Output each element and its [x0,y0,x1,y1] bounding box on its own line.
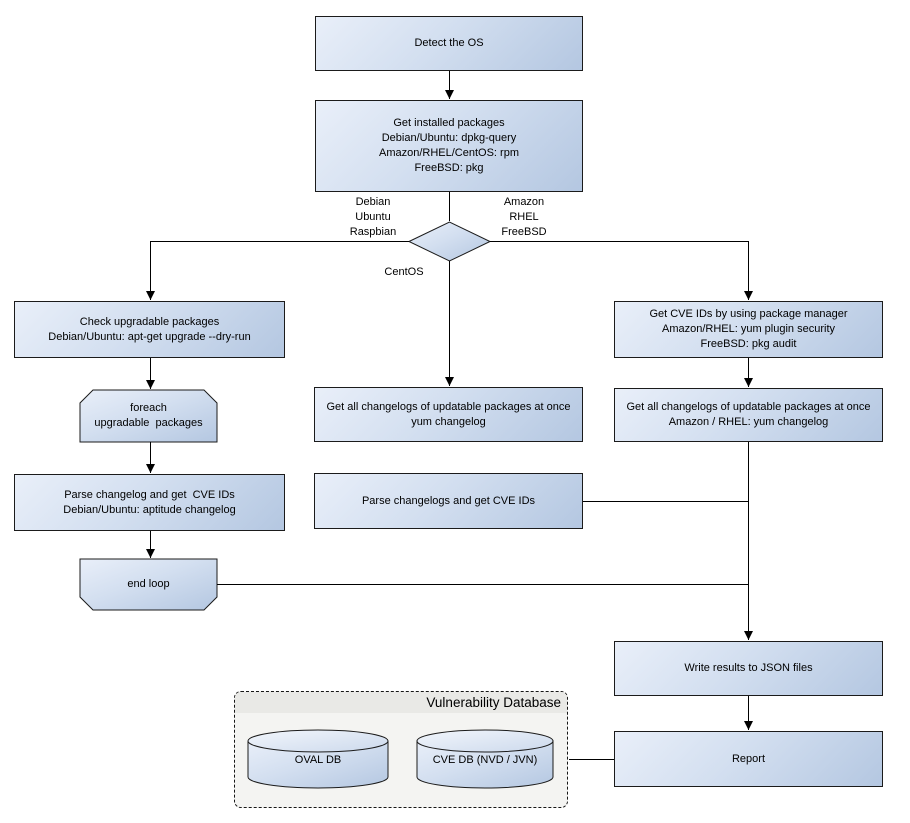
end-loop-label: end loop [127,578,170,590]
edge-diamond-to-get-cve-ids [490,241,753,300]
foreach-loop-label: foreach upgradable packages [94,402,203,429]
branch-label-centos: CentOS [384,266,424,278]
branch-label-debian-ubuntu-raspbian: Debian Ubuntu Raspbian [349,196,397,238]
node-detect-os: Detect the OS [315,16,583,71]
node-report-label: Report [731,752,766,765]
node-get-installed-packages-label: Get installed packages Debian/Ubuntu: dp… [379,117,519,174]
node-parse-changelog-left-label: Parse changelog and get CVE IDs Debian/U… [63,488,236,516]
oval-db-label: OVAL DB [294,753,342,766]
node-right-get-cve-ids-label: Get CVE IDs by using package manager Ama… [649,308,848,350]
node-check-upgradable-packages-label: Check upgradable packages Debian/Ubuntu:… [48,315,251,343]
node-detect-os-label: Detect the OS [414,37,484,49]
node-write-results: Write results to JSON files [614,641,883,696]
node-right-get-cve-ids: Get CVE IDs by using package manager Ama… [614,301,883,358]
node-mid-get-changelogs: Get all changelogs of updatable packages… [314,387,583,442]
node-parse-changelog-left: Parse changelog and get CVE IDs Debian/U… [14,474,285,531]
vulnerability-database-title-band: Vulnerability Database [235,692,567,713]
cve-db-label: CVE DB (NVD / JVN) [432,753,538,766]
node-right-get-changelogs: Get all changelogs of updatable packages… [614,388,883,442]
branch-label-amazon-rhel-freebsd: Amazon RHEL FreeBSD [501,196,547,238]
node-write-results-label: Write results to JSON files [684,662,813,674]
node-report: Report [614,731,883,787]
node-check-upgradable-packages: Check upgradable packages Debian/Ubuntu:… [14,301,285,358]
vulnerability-database-title: Vulnerability Database [426,695,561,710]
node-right-get-changelogs-label: Get all changelogs of updatable packages… [626,401,871,428]
node-get-installed-packages: Get installed packages Debian/Ubuntu: dp… [315,100,583,192]
node-mid-parse-changelogs: Parse changelogs and get CVE IDs [314,473,583,529]
node-mid-parse-changelogs-label: Parse changelogs and get CVE IDs [361,494,536,507]
node-mid-get-changelogs-label: Get all changelogs of updatable packages… [326,400,571,428]
